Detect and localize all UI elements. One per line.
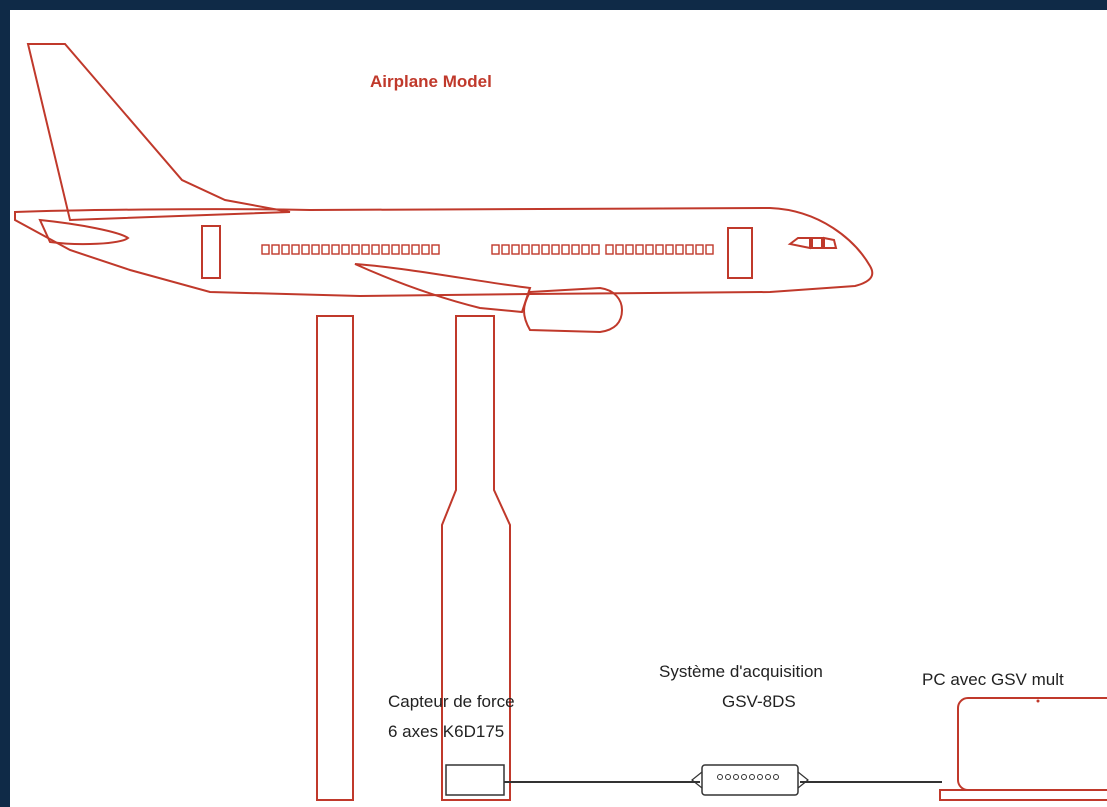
passenger-window	[381, 244, 390, 255]
support-post-left	[316, 315, 354, 801]
passenger-window	[351, 244, 360, 255]
passenger-window	[685, 244, 694, 255]
sensor-label-line1: Capteur de force	[388, 692, 515, 711]
passenger-window	[645, 244, 654, 255]
acquisition-port	[749, 774, 755, 780]
tail-fin	[26, 43, 291, 222]
cockpit-window	[787, 237, 811, 250]
engine-nacelle	[523, 286, 624, 334]
acquisition-port	[757, 774, 763, 780]
passenger-window	[431, 244, 440, 255]
sensor-strut	[441, 315, 511, 801]
passenger-window	[301, 244, 310, 255]
passenger-window	[675, 244, 684, 255]
passenger-window	[695, 244, 704, 255]
laptop-screen	[968, 706, 1107, 782]
passenger-window	[391, 244, 400, 255]
rear-door	[201, 225, 221, 279]
passenger-window	[401, 244, 410, 255]
wing	[354, 263, 532, 314]
passenger-window	[541, 244, 550, 255]
force-sensor	[445, 764, 505, 796]
passenger-window	[551, 244, 560, 255]
passenger-window	[665, 244, 674, 255]
acquisition-port	[725, 774, 731, 780]
passenger-window	[361, 244, 370, 255]
passenger-window	[331, 244, 340, 255]
acquisition-label-line1: Système d'acquisition	[659, 662, 823, 681]
passenger-window	[291, 244, 300, 255]
front-door	[727, 227, 753, 279]
acquisition-port	[741, 774, 747, 780]
passenger-window	[531, 244, 540, 255]
passenger-window	[281, 244, 290, 255]
setup-diagram	[14, 43, 1107, 801]
passenger-window	[491, 244, 500, 255]
acquisition-port	[733, 774, 739, 780]
passenger-window	[411, 244, 420, 255]
passenger-window	[501, 244, 510, 255]
passenger-window	[421, 244, 430, 255]
horizontal-stabilizer	[38, 218, 130, 246]
passenger-window	[705, 244, 714, 255]
passenger-window	[261, 244, 270, 255]
passenger-window	[311, 244, 320, 255]
passenger-window	[605, 244, 614, 255]
passenger-window	[571, 244, 580, 255]
fuselage	[14, 206, 874, 298]
diagram-title: Airplane Model	[370, 72, 492, 91]
laptop-camera	[1036, 699, 1040, 703]
acquisition-port	[717, 774, 723, 780]
cockpit-window	[811, 237, 823, 249]
passenger-window	[521, 244, 530, 255]
passenger-windows	[261, 244, 714, 255]
passenger-window	[371, 244, 380, 255]
passenger-window	[625, 244, 634, 255]
laptop-base	[939, 789, 1107, 801]
diagram-frame: Airplane Model Capteur de force 6 axes K…	[10, 10, 1107, 807]
acquisition-box	[691, 764, 809, 796]
passenger-window	[271, 244, 280, 255]
passenger-window	[581, 244, 590, 255]
pc-label: PC avec GSV mult	[922, 670, 1064, 689]
passenger-window	[635, 244, 644, 255]
cockpit-window	[823, 236, 838, 249]
passenger-window	[615, 244, 624, 255]
passenger-window	[561, 244, 570, 255]
passenger-window	[511, 244, 520, 255]
acquisition-port	[773, 774, 779, 780]
acquisition-label-line2: GSV-8DS	[722, 692, 796, 711]
passenger-window	[321, 244, 330, 255]
passenger-window	[591, 244, 600, 255]
passenger-window	[655, 244, 664, 255]
sensor-label-line2: 6 axes K6D175	[388, 722, 505, 741]
passenger-window	[341, 244, 350, 255]
acquisition-port	[765, 774, 771, 780]
